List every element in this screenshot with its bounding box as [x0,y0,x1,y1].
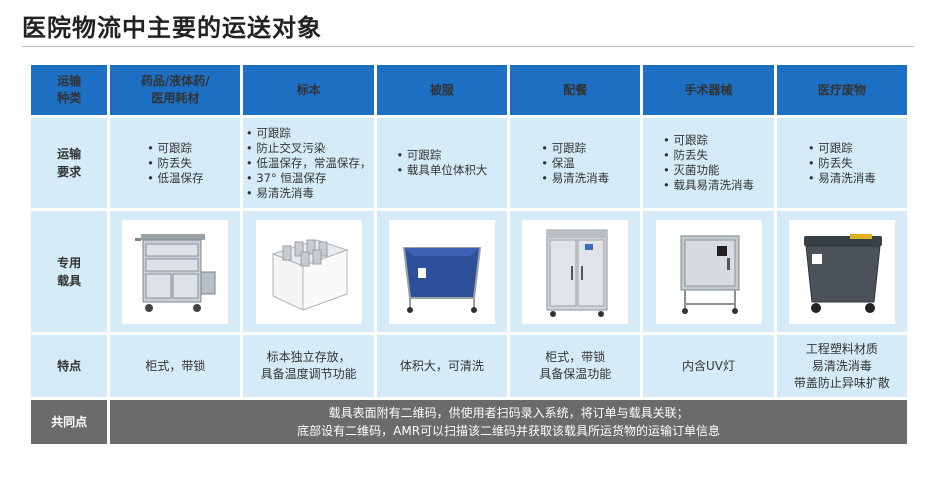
requirements-medicine: 可跟踪 防丢失 低温保存 [110,118,241,208]
common-label: 共同点 [31,400,108,444]
requirements-waste: 可跟踪 防丢失 易清洗消毒 [776,118,907,208]
header-waste: 医疗废物 [776,65,907,115]
common-row: 共同点 载具表面附有二维码，供使用者扫码录入系统，将订单与载具关联； 底部设有二… [31,400,907,444]
common-description: 载具表面附有二维码，供使用者扫码录入系统，将订单与载具关联； 底部设有二维码，A… [110,400,907,444]
carriers-label: 专用载具 [31,211,108,332]
header-row: 运输种类 药品/液体药/医用耗材 标本 被服 配餐 手术器械 医疗废物 [31,65,907,115]
features-waste: 工程塑料材质 易清洗消毒 带盖防止异味扩散 [776,335,907,397]
transport-objects-table: 运输种类 药品/液体药/医用耗材 标本 被服 配餐 手术器械 医疗废物 运输要求… [28,62,910,447]
requirements-meal: 可跟踪 保温 易清洗消毒 [510,118,641,208]
requirements-label: 运输要求 [31,118,108,208]
features-meal: 柜式，带锁具备保温功能 [510,335,641,397]
title-divider [22,46,914,47]
meal-cabinet-image [522,219,629,324]
features-linen: 体积大，可清洗 [376,335,508,397]
features-instruments: 内含UV灯 [643,335,774,397]
waste-bin-image [788,219,895,324]
features-medicine: 柜式，带锁 [110,335,241,397]
linen-cart-image [388,219,495,324]
features-row: 特点 柜式，带锁 标本独立存放，具备温度调节功能 体积大，可清洗 柜式，带锁具备… [31,335,907,397]
header-instruments: 手术器械 [643,65,774,115]
header-linen: 被服 [376,65,508,115]
carriers-row: 专用载具 [31,211,907,332]
header-specimen: 标本 [243,65,374,115]
requirements-instruments: 可跟踪 防丢失 灭菌功能 载具易清洗消毒 [643,118,774,208]
features-specimen: 标本独立存放，具备温度调节功能 [243,335,374,397]
medicine-cart-image [122,219,229,324]
header-medicine: 药品/液体药/医用耗材 [110,65,241,115]
header-meal: 配餐 [510,65,641,115]
page-title: 医院物流中主要的运送对象 [22,14,322,42]
instrument-cabinet-image [655,219,762,324]
requirements-linen: 可跟踪 载具单位体积大 [376,118,508,208]
requirements-specimen: 可跟踪 防止交叉污染 低温保存，常温保存， 37° 恒温保存 易清洗消毒 [243,118,374,208]
specimen-box-image [255,219,362,324]
header-corner: 运输种类 [31,65,108,115]
features-label: 特点 [31,335,108,397]
